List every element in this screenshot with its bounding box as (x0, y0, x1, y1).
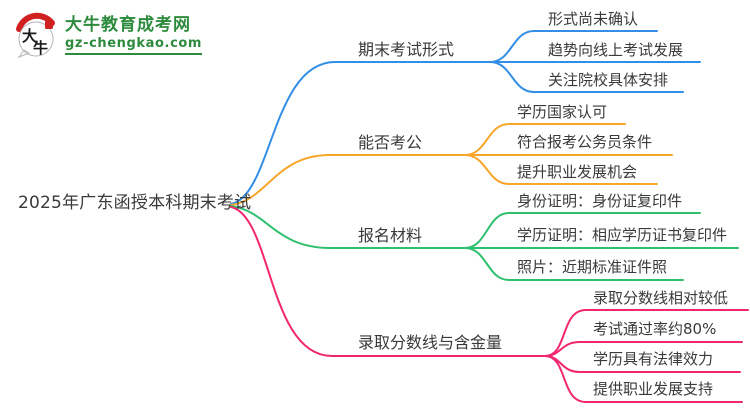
branch4-leaf3-label: 学历具有法律效力 (593, 350, 714, 368)
branch4-leaf1-label: 录取分数线相对较低 (593, 289, 729, 307)
branch1-leaf3-label: 关注院校具体安排 (548, 71, 669, 89)
branch1-trunk-line (230, 61, 491, 205)
branch1-label: 期末考试形式 (358, 40, 455, 59)
branch2-leaf1-underline (464, 123, 626, 156)
branch1-leaf1-label: 形式尚未确认 (548, 10, 639, 28)
logo-seal-stamp (45, 21, 53, 29)
branch2-leaf2-label: 符合报考公务员条件 (517, 133, 653, 151)
logo-domain: gz-chengkao.com (65, 35, 203, 51)
branch4-leaf4-underline (544, 355, 743, 403)
logo-title: 大牛教育成考网 (65, 15, 191, 35)
branch2-leaf1-label: 学历国家认可 (517, 103, 608, 121)
branch1-leaf1-underline (489, 30, 658, 63)
root-node-label: 2025年广东函授本科期末考试 (18, 193, 252, 213)
logo-speech-bubble (17, 21, 54, 59)
dainiu-bubble-icon: 大 牛 (16, 12, 55, 59)
branch2-label: 能否考公 (358, 133, 423, 152)
logo-char-da: 大 (22, 27, 37, 45)
branch2-trunk-line (230, 154, 466, 206)
site-logo: 大 牛 大牛教育成考网 gz-chengkao.com (12, 12, 203, 60)
branch2-leaf3-label: 提升职业发展机会 (517, 163, 638, 181)
branch3-trunk-line (230, 205, 466, 249)
branch4-label: 录取分数线与含金量 (358, 333, 503, 352)
logo-red-arc (16, 12, 55, 32)
logo-text-block: 大牛教育成考网 gz-chengkao.com (65, 15, 203, 55)
branch3-leaf3-label: 照片：近期标准证件照 (517, 258, 668, 276)
branch4-trunk-line (230, 206, 546, 357)
branch1-leaf2-label: 趋势向线上考试发展 (548, 41, 684, 59)
branch3-leaf2-label: 学历证明：相应学历证书复印件 (517, 226, 728, 244)
branch4-leaf4-label: 提供职业发展支持 (593, 380, 714, 398)
branch3-leaf1-underline (464, 212, 701, 249)
branch1-leaf3-underline (489, 61, 684, 93)
branch3-label: 报名材料 (358, 226, 423, 245)
branch3-leaf1-label: 身份证明：身份证复印件 (517, 192, 683, 210)
logo-char-niu: 牛 (33, 39, 48, 57)
branch4-leaf2-label: 考试通过率约80% (593, 320, 717, 338)
branch2-leaf3-underline (464, 154, 658, 185)
branch3-leaf3-underline (464, 247, 684, 281)
